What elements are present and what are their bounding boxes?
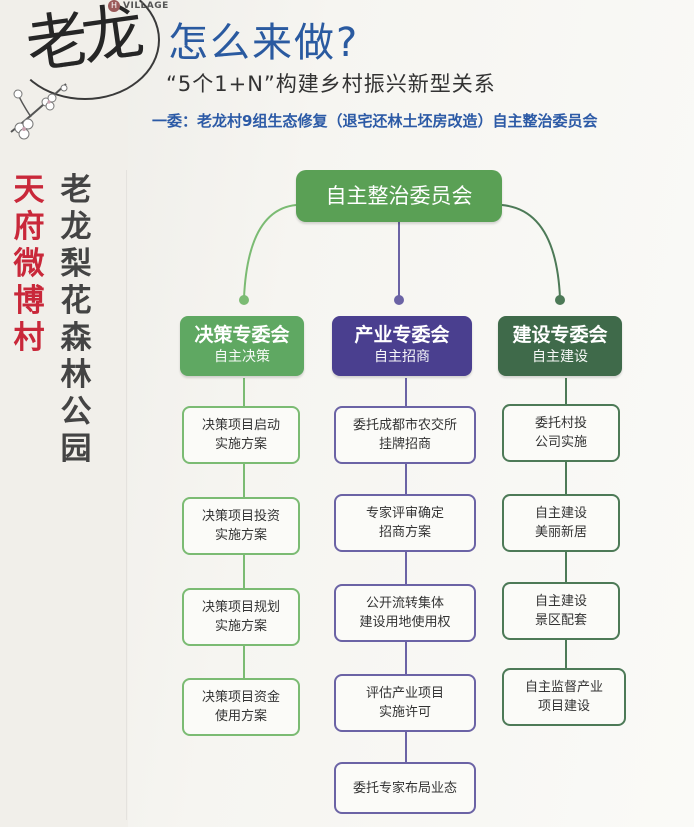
construction-item-4: 自主监督产业 项目建设 (502, 668, 626, 726)
industry-item-1: 委托成都市农交所 挂牌招商 (334, 406, 476, 464)
village-text: VILLAGE (123, 1, 169, 11)
vertical-title-red: 天府微博村 (13, 172, 45, 356)
head-title: 建设专委会 (512, 324, 608, 346)
page-description: 一委：老龙村9组生态修复（退宅还林土坯房改造）自主整治委员会 (152, 112, 598, 130)
head-industry: 产业专委会 自主招商 (332, 316, 472, 376)
plum-blossom-icon (10, 83, 68, 140)
industry-item-5: 委托专家布局业态 (334, 762, 476, 814)
logo: 老龙 H VILLAGE (0, 0, 170, 160)
page-subtitle: “5个1+N”构建乡村振兴新型关系 (166, 72, 496, 96)
decision-item-1: 决策项目启动 实施方案 (182, 406, 300, 464)
construction-item-3: 自主建设 景区配套 (502, 582, 620, 640)
head-construction: 建设专委会 自主建设 (498, 316, 622, 376)
industry-item-3: 公开流转集体 建设用地使用权 (334, 584, 476, 642)
head-subtitle: 自主招商 (374, 349, 430, 365)
head-title: 产业专委会 (354, 324, 450, 346)
head-subtitle: 自主建设 (532, 349, 588, 365)
industry-item-2: 专家评审确定 招商方案 (334, 494, 476, 552)
construction-item-2: 自主建设 美丽新居 (502, 494, 620, 552)
decision-item-4: 决策项目资金 使用方案 (182, 678, 300, 736)
head-subtitle: 自主决策 (214, 349, 270, 365)
industry-item-4: 评估产业项目 实施许可 (334, 674, 476, 732)
head-decision: 决策专委会 自主决策 (180, 316, 304, 376)
construction-item-1: 委托村投 公司实施 (502, 404, 620, 462)
root-committee: 自主整治委员会 (296, 170, 502, 222)
village-mark-icon: H (108, 0, 120, 12)
vertical-title-dark: 老龙梨花森林公园 (60, 172, 92, 467)
banner-divider (126, 170, 127, 820)
village-badge: H VILLAGE (108, 0, 169, 12)
page-title: 怎么来做? (168, 20, 360, 66)
head-title: 决策专委会 (194, 324, 290, 346)
decision-item-3: 决策项目规划 实施方案 (182, 588, 300, 646)
decision-item-2: 决策项目投资 实施方案 (182, 497, 300, 555)
